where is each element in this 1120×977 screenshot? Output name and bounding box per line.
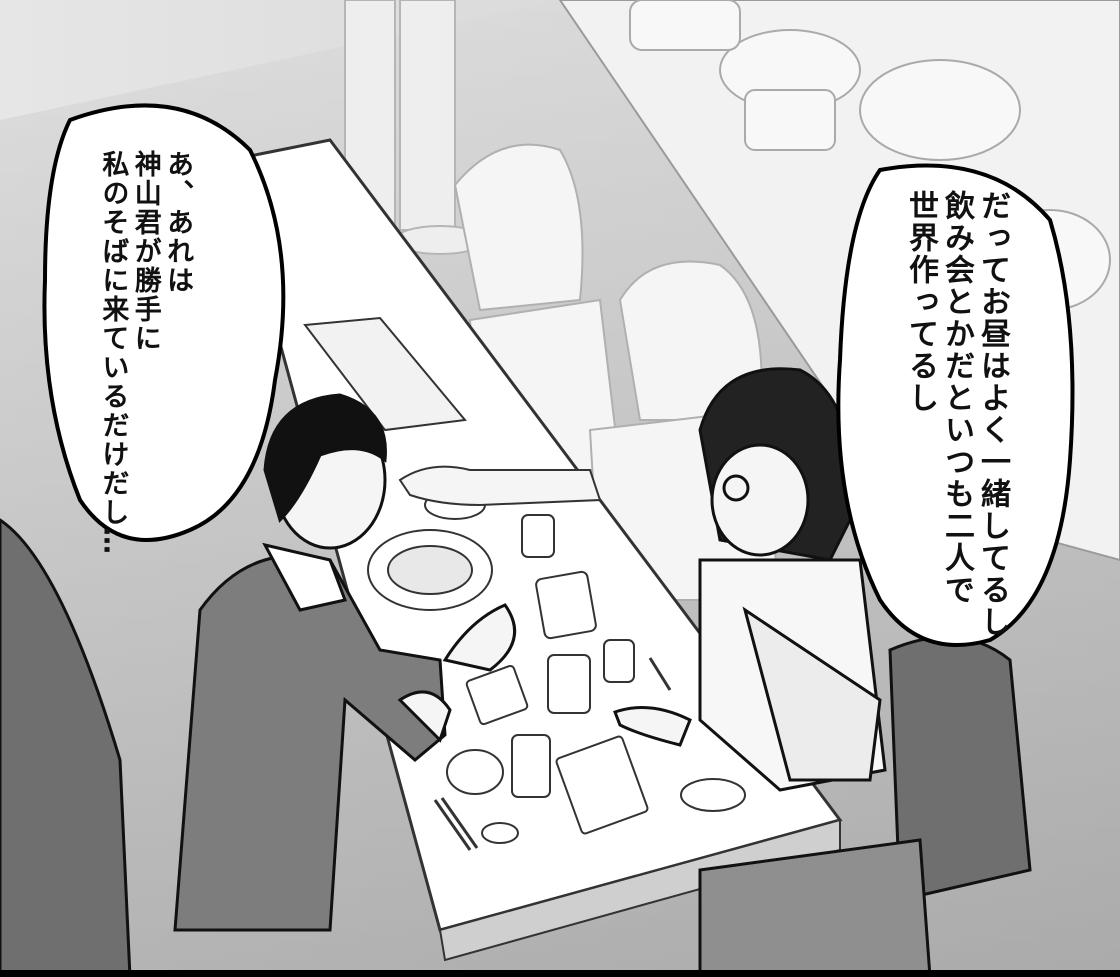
boy-in-suit: [173, 393, 517, 932]
chopsticks: [433, 657, 672, 851]
speech-bubble-left: [42, 103, 286, 542]
speech-line: 神山君が勝手に: [129, 150, 161, 353]
speech-line: だってお昼はよく一緒してるし: [975, 190, 1010, 638]
speech-bubble-right-text: だってお昼はよく一緒してるし 飲み会とかだといつも二人で 世界作ってるし: [902, 190, 1010, 638]
reaching-arm: [398, 465, 602, 507]
speech-line: 飲み会とかだといつも二人で: [939, 190, 974, 606]
panel-border: [0, 970, 1120, 977]
speech-line: 世界作ってるし: [903, 190, 938, 414]
tableware: [367, 490, 746, 844]
speech-bubble-right: [836, 163, 1075, 647]
woman-with-glasses: [613, 367, 932, 977]
speech-line: あ、あれは: [162, 150, 194, 295]
chairs: [0, 518, 1032, 977]
speech-line: 私のそばに来ているだけだし…: [97, 150, 129, 556]
speech-bubble-left-text: あ、あれは 神山君が勝手に 私のそばに来ているだけだし…: [96, 150, 194, 556]
menu-folder: [303, 316, 467, 432]
